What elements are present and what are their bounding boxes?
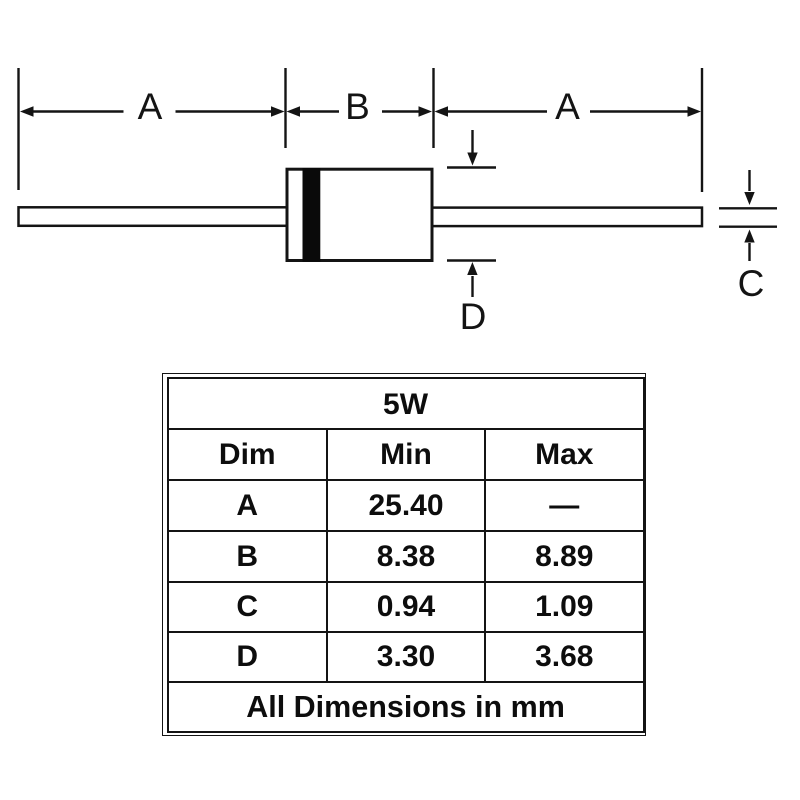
svg-text:C: C — [738, 263, 765, 304]
svg-text:A: A — [555, 86, 580, 127]
svg-text:A: A — [138, 86, 163, 127]
svg-text:D: D — [460, 296, 487, 337]
svg-text:B: B — [345, 86, 370, 127]
